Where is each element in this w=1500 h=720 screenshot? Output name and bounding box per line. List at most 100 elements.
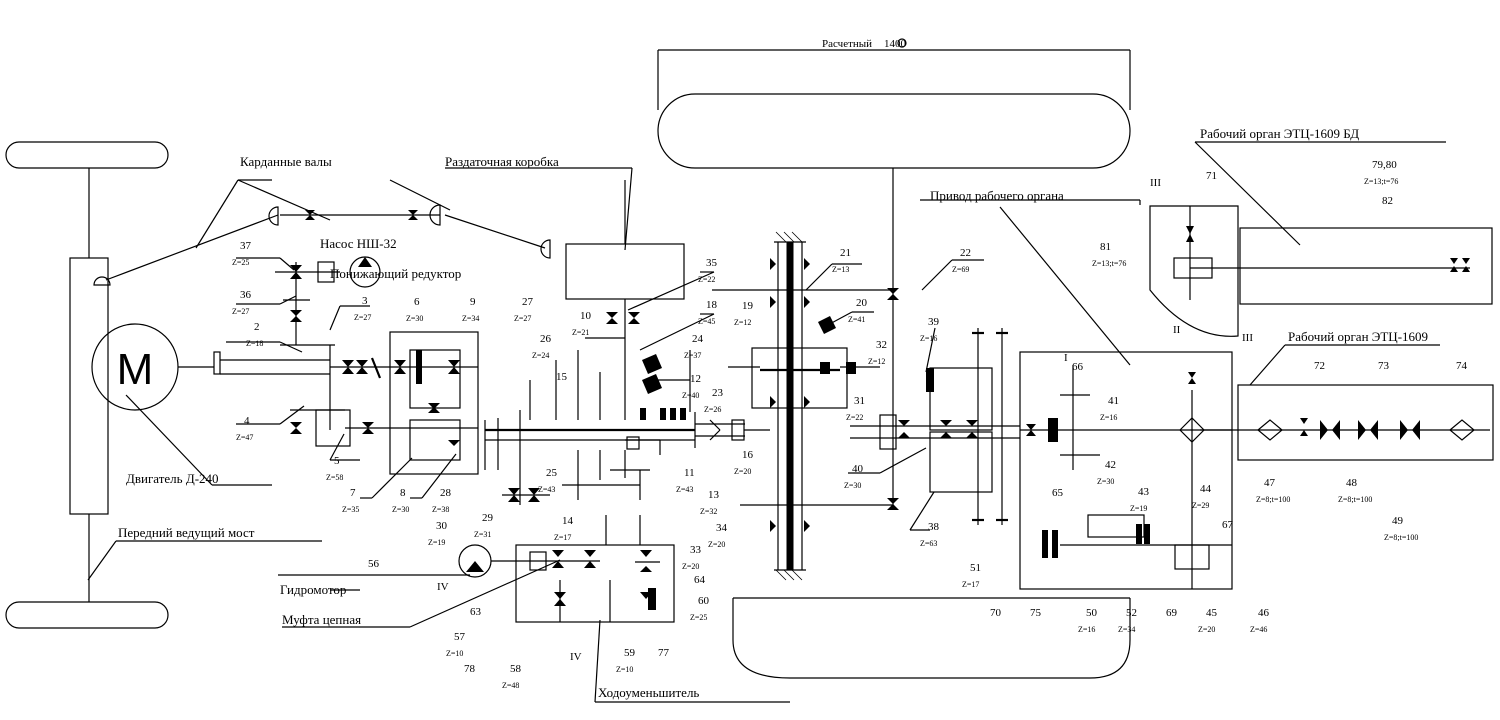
roman-IV-box: IV — [570, 651, 582, 663]
part-teeth-51: Z=17 — [962, 580, 979, 589]
roman-I: I — [1064, 352, 1068, 364]
part-number-63: 63 — [470, 606, 482, 618]
part-teeth-40: Z=30 — [844, 481, 861, 490]
part-number-12: 12 — [690, 373, 701, 385]
part-number-35: 35 — [706, 257, 718, 269]
part-teeth-58: Z=48 — [502, 681, 519, 690]
output-drive — [732, 328, 1131, 679]
part-number-81: 81 — [1100, 241, 1111, 253]
part-number-15: 15 — [556, 371, 568, 383]
creeper-gearbox — [458, 544, 675, 623]
part-number-57: 57 — [454, 631, 466, 643]
part-number-52: 52 — [1126, 607, 1137, 619]
part-number-23: 23 — [712, 387, 724, 399]
work-drive-box — [1019, 351, 1233, 590]
part-teeth-60: Z=25 — [690, 613, 707, 622]
part-teeth-9: Z=34 — [462, 314, 479, 323]
part-number-60: 60 — [698, 595, 710, 607]
part-number-26: 26 — [540, 333, 552, 345]
part-number-43: 43 — [1138, 486, 1150, 498]
part-number-9: 9 — [470, 296, 476, 308]
part-number-21: 21 — [840, 247, 851, 259]
part-teeth-10: Z=21 — [572, 328, 589, 337]
part-number-56: 56 — [368, 558, 380, 570]
part-teeth-45: Z=20 — [1198, 625, 1215, 634]
roman-III-ro: III — [1242, 332, 1253, 344]
part-teeth-23: Z=26 — [704, 405, 721, 414]
part-number-50: 50 — [1086, 607, 1098, 619]
part-number-18: 18 — [706, 299, 718, 311]
part-teeth-26: Z=24 — [532, 351, 549, 360]
part-number-30: 30 — [436, 520, 448, 532]
part-teeth-52: Z=34 — [1118, 625, 1135, 634]
part-number-14: 14 — [562, 515, 574, 527]
part-teeth-21: Z=13 — [832, 265, 849, 274]
part-number-67: 67 — [1222, 519, 1234, 531]
part-number-37: 37 — [240, 240, 252, 252]
part-teeth-42: Z=30 — [1097, 477, 1114, 486]
part-labels: 37Z=2536Z=273Z=272Z=184Z=475Z=586Z=309Z=… — [232, 159, 1468, 690]
part-number-79-80: 79,80 — [1372, 159, 1397, 171]
cardan-shafts — [105, 204, 551, 281]
ro-group — [1200, 384, 1494, 461]
pump-area — [275, 256, 390, 447]
part-teeth-8: Z=30 — [392, 505, 409, 514]
part-number-25: 25 — [546, 467, 558, 479]
part-teeth-39: Z=16 — [920, 334, 937, 343]
part-teeth-81: Z=13;t=76 — [1092, 259, 1126, 268]
part-number-70: 70 — [990, 607, 1002, 619]
roman-II: II — [1173, 324, 1181, 336]
part-number-5: 5 — [334, 455, 340, 467]
part-teeth-22: Z=69 — [952, 265, 969, 274]
part-teeth-38: Z=63 — [920, 539, 937, 548]
part-teeth-41: Z=16 — [1100, 413, 1117, 422]
part-number-72: 72 — [1314, 360, 1325, 372]
part-number-75: 75 — [1030, 607, 1042, 619]
part-number-38: 38 — [928, 521, 940, 533]
motor-symbol: M — [117, 345, 154, 394]
part-number-8: 8 — [400, 487, 406, 499]
part-number-69: 69 — [1166, 607, 1178, 619]
part-number-33: 33 — [690, 544, 702, 556]
part-teeth-11: Z=43 — [676, 485, 693, 494]
part-teeth-25: Z=43 — [538, 485, 555, 494]
part-number-29: 29 — [482, 512, 494, 524]
part-number-6: 6 — [414, 296, 420, 308]
part-teeth-35: Z=22 — [698, 275, 715, 284]
label-most: Передний ведущий мост — [118, 525, 255, 540]
part-number-20: 20 — [856, 297, 868, 309]
frame-beam — [69, 257, 109, 515]
part-number-49: 49 — [1392, 515, 1404, 527]
part-number-7: 7 — [350, 487, 356, 499]
part-teeth-33: Z=20 — [682, 562, 699, 571]
label-kardan: Карданные валы — [240, 154, 332, 169]
part-teeth-34: Z=20 — [708, 540, 725, 549]
tractor-frame: M — [5, 141, 390, 629]
part-number-65: 65 — [1052, 487, 1064, 499]
tank-body — [657, 93, 1131, 169]
part-teeth-48: Z=8;t=100 — [1338, 495, 1372, 504]
label-razdat: Раздаточная коробка — [445, 154, 559, 169]
part-number-4: 4 — [244, 415, 250, 427]
part-teeth-24: Z=37 — [684, 351, 701, 360]
part-number-2: 2 — [254, 321, 260, 333]
part-teeth-3: Z=27 — [354, 313, 371, 322]
part-number-19: 19 — [742, 300, 754, 312]
part-teeth-19: Z=12 — [734, 318, 751, 327]
part-teeth-7: Z=35 — [342, 505, 359, 514]
bevel-drive — [728, 231, 880, 581]
part-number-82: 82 — [1382, 195, 1393, 207]
part-teeth-47: Z=8;t=100 — [1256, 495, 1290, 504]
label-nasos: Насос НШ-32 — [320, 236, 397, 251]
part-teeth-31: Z=22 — [846, 413, 863, 422]
part-teeth-20: Z=41 — [848, 315, 865, 324]
part-number-74: 74 — [1456, 360, 1468, 372]
part-number-48: 48 — [1346, 477, 1358, 489]
rear-wheel — [5, 141, 169, 169]
roman-labels: I II III III IV IV — [437, 177, 1253, 663]
part-teeth-2: Z=18 — [246, 339, 263, 348]
part-number-71: 71 — [1206, 170, 1217, 182]
raschetny-tank — [657, 38, 1131, 510]
part-number-47: 47 — [1264, 477, 1276, 489]
part-teeth-43: Z=19 — [1130, 504, 1147, 513]
